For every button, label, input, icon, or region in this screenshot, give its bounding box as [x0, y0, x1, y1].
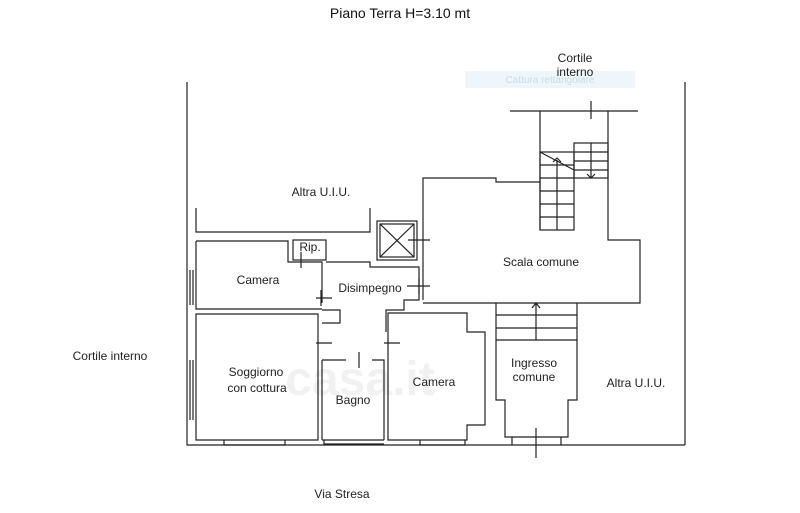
- selection-overlay: [465, 71, 635, 88]
- walls: [186, 82, 686, 458]
- label-soggiorno-1: Soggiorno: [229, 365, 284, 379]
- label-street: Via Stresa: [314, 487, 369, 501]
- label-soggiorno-2: con cottura: [227, 381, 287, 395]
- label-bagno: Bagno: [336, 393, 371, 407]
- label-ingresso-1: Ingresso: [511, 356, 557, 370]
- label-scala-comune: Scala comune: [503, 255, 579, 269]
- label-camera-1: Camera: [237, 273, 280, 287]
- label-cortile-top-1: Cortile: [558, 51, 593, 65]
- label-rip: Rip.: [299, 240, 320, 254]
- label-disimpegno: Disimpegno: [338, 281, 402, 295]
- label-cortile-left: Cortile interno: [73, 349, 148, 363]
- selection-overlay-label: Cattura rettangolare: [506, 75, 595, 86]
- label-altra-uiu-top: Altra U.I.U.: [292, 185, 351, 199]
- label-cortile-top-2: interno: [557, 65, 594, 79]
- watermark: casa.it: [285, 353, 434, 406]
- label-ingresso-2: comune: [513, 370, 556, 384]
- label-altra-uiu-right: Altra U.I.U.: [607, 376, 666, 390]
- label-camera-2: Camera: [413, 375, 456, 389]
- plan-title: Piano Terra H=3.10 mt: [330, 5, 470, 21]
